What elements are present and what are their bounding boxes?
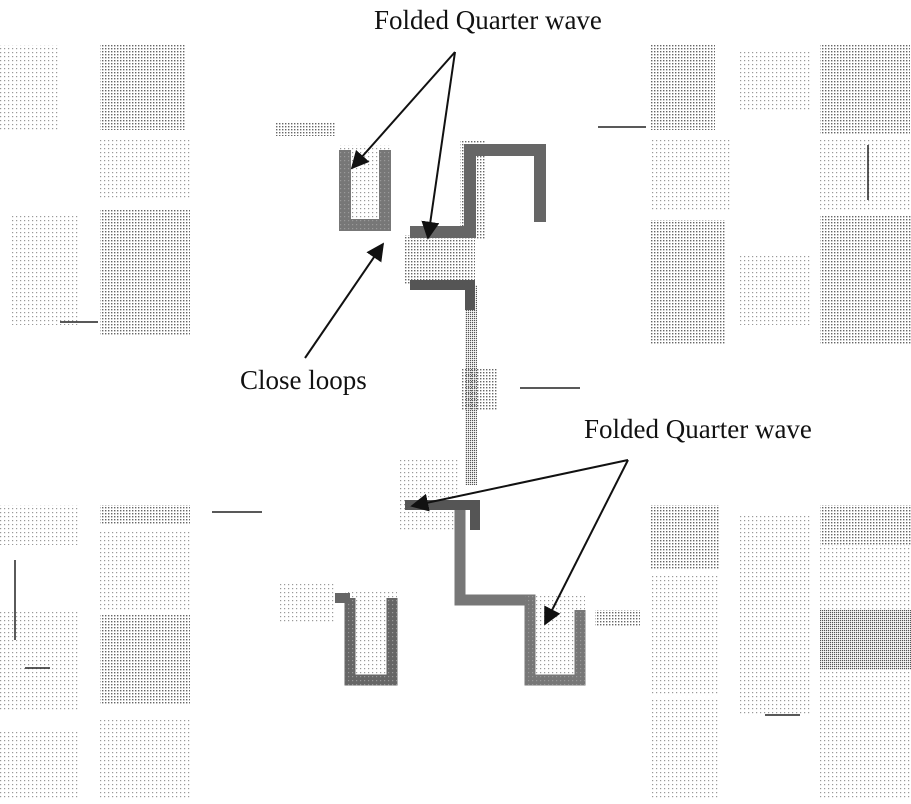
arrow-bottom-to-upper-fold (410, 459, 629, 512)
central-layout (275, 122, 640, 687)
pattern-block-top-right (650, 45, 911, 345)
pattern-block-bottom-left (0, 505, 190, 800)
scattered-traces (14, 126, 869, 716)
arrow-close-loops (304, 242, 385, 359)
arrow-top-to-left-u (350, 51, 456, 170)
arrow-bottom-to-lower-fold (544, 459, 629, 626)
close-loops-label: Close loops (238, 365, 369, 396)
folded-quarter-wave-label-bottom: Folded Quarter wave (582, 414, 814, 445)
folded-quarter-wave-label-top: Folded Quarter wave (372, 5, 604, 36)
arrows (304, 51, 629, 626)
pattern-block-top-left (0, 45, 190, 335)
arrow-top-to-right-fold (421, 51, 456, 240)
pattern-block-bottom-right (650, 505, 911, 800)
